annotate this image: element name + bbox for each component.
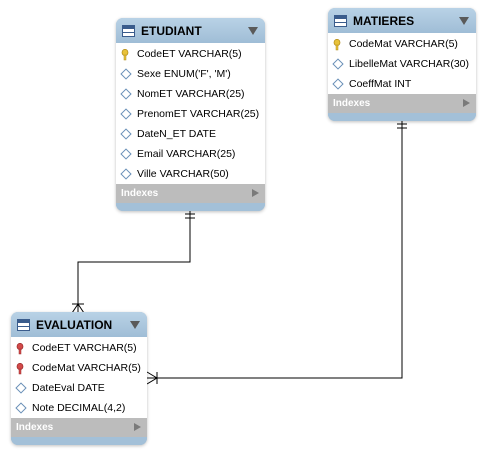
column-icon [333,59,343,69]
column-icon [121,129,131,139]
indexes-section[interactable]: Indexes [328,94,476,113]
column-row[interactable]: NomET VARCHAR(25) [116,84,265,104]
primary-key-icon [333,39,343,51]
expand-arrow-icon[interactable] [463,99,470,107]
relationship-etudiant-evaluation[interactable] [71,210,195,314]
table-title: MATIERES [353,13,415,28]
column-row[interactable]: Note DECIMAL(4,2) [11,398,147,418]
indexes-label: Indexes [333,98,371,109]
column-label: PrenomET VARCHAR(25) [137,108,260,120]
table-etudiant[interactable]: ETUDIANT CodeET VARCHAR(5) Sexe ENUM('F'… [116,18,265,211]
column-icon [121,69,131,79]
column-label: CodeMat VARCHAR(5) [32,362,141,374]
column-row[interactable]: LibelleMat VARCHAR(30) [328,54,476,74]
table-icon [17,318,30,331]
column-label: DateEval DATE [32,382,105,394]
column-label: DateN_ET DATE [137,128,216,140]
column-icon [16,403,26,413]
table-header[interactable]: ETUDIANT [116,18,265,43]
collapse-arrow-icon[interactable] [459,17,469,25]
column-row[interactable]: Ville VARCHAR(50) [116,164,265,184]
column-label: CodeET VARCHAR(5) [32,342,137,354]
column-row[interactable]: Sexe ENUM('F', 'M') [116,64,265,84]
table-title: ETUDIANT [141,23,202,38]
column-row[interactable]: CodeMat VARCHAR(5) [11,358,147,378]
table-header[interactable]: MATIERES [328,8,476,33]
column-icon [333,79,343,89]
column-row[interactable]: CodeET VARCHAR(5) [11,338,147,358]
column-label: Note DECIMAL(4,2) [32,402,126,414]
table-icon [334,14,347,27]
expand-arrow-icon[interactable] [134,423,141,431]
relationship-matieres-evaluation[interactable] [146,118,407,385]
collapse-arrow-icon[interactable] [130,321,140,329]
column-row[interactable]: CodeET VARCHAR(5) [116,44,265,64]
indexes-section[interactable]: Indexes [116,184,265,203]
indexes-label: Indexes [16,422,54,433]
collapse-arrow-icon[interactable] [248,27,258,35]
column-icon [121,89,131,99]
column-label: NomET VARCHAR(25) [137,88,245,100]
column-label: LibelleMat VARCHAR(30) [349,58,470,70]
column-label: CodeET VARCHAR(5) [137,48,242,60]
table-title: EVALUATION [36,317,113,332]
column-row[interactable]: CoeffMat INT [328,74,476,94]
primary-key-icon [121,49,131,61]
column-row[interactable]: DateEval DATE [11,378,147,398]
column-label: CodeMat VARCHAR(5) [349,38,458,50]
column-label: Email VARCHAR(25) [137,148,236,160]
column-icon [16,383,26,393]
table-icon [122,24,135,37]
column-row[interactable]: PrenomET VARCHAR(25) [116,104,265,124]
indexes-label: Indexes [121,188,159,199]
column-icon [121,149,131,159]
indexes-section[interactable]: Indexes [11,418,147,437]
column-label: Ville VARCHAR(50) [137,168,229,180]
column-icon [121,109,131,119]
column-row[interactable]: Email VARCHAR(25) [116,144,265,164]
column-row[interactable]: CodeMat VARCHAR(5) [328,34,476,54]
foreign-key-icon [16,343,26,355]
column-icon [121,169,131,179]
table-header[interactable]: EVALUATION [11,312,147,337]
column-label: Sexe ENUM('F', 'M') [137,68,231,80]
column-label: CoeffMat INT [349,78,412,90]
table-matieres[interactable]: MATIERES CodeMat VARCHAR(5) LibelleMat V… [328,8,476,121]
table-evaluation[interactable]: EVALUATION CodeET VARCHAR(5) CodeMat VAR… [11,312,147,445]
column-row[interactable]: DateN_ET DATE [116,124,265,144]
expand-arrow-icon[interactable] [252,189,259,197]
foreign-key-icon [16,363,26,375]
